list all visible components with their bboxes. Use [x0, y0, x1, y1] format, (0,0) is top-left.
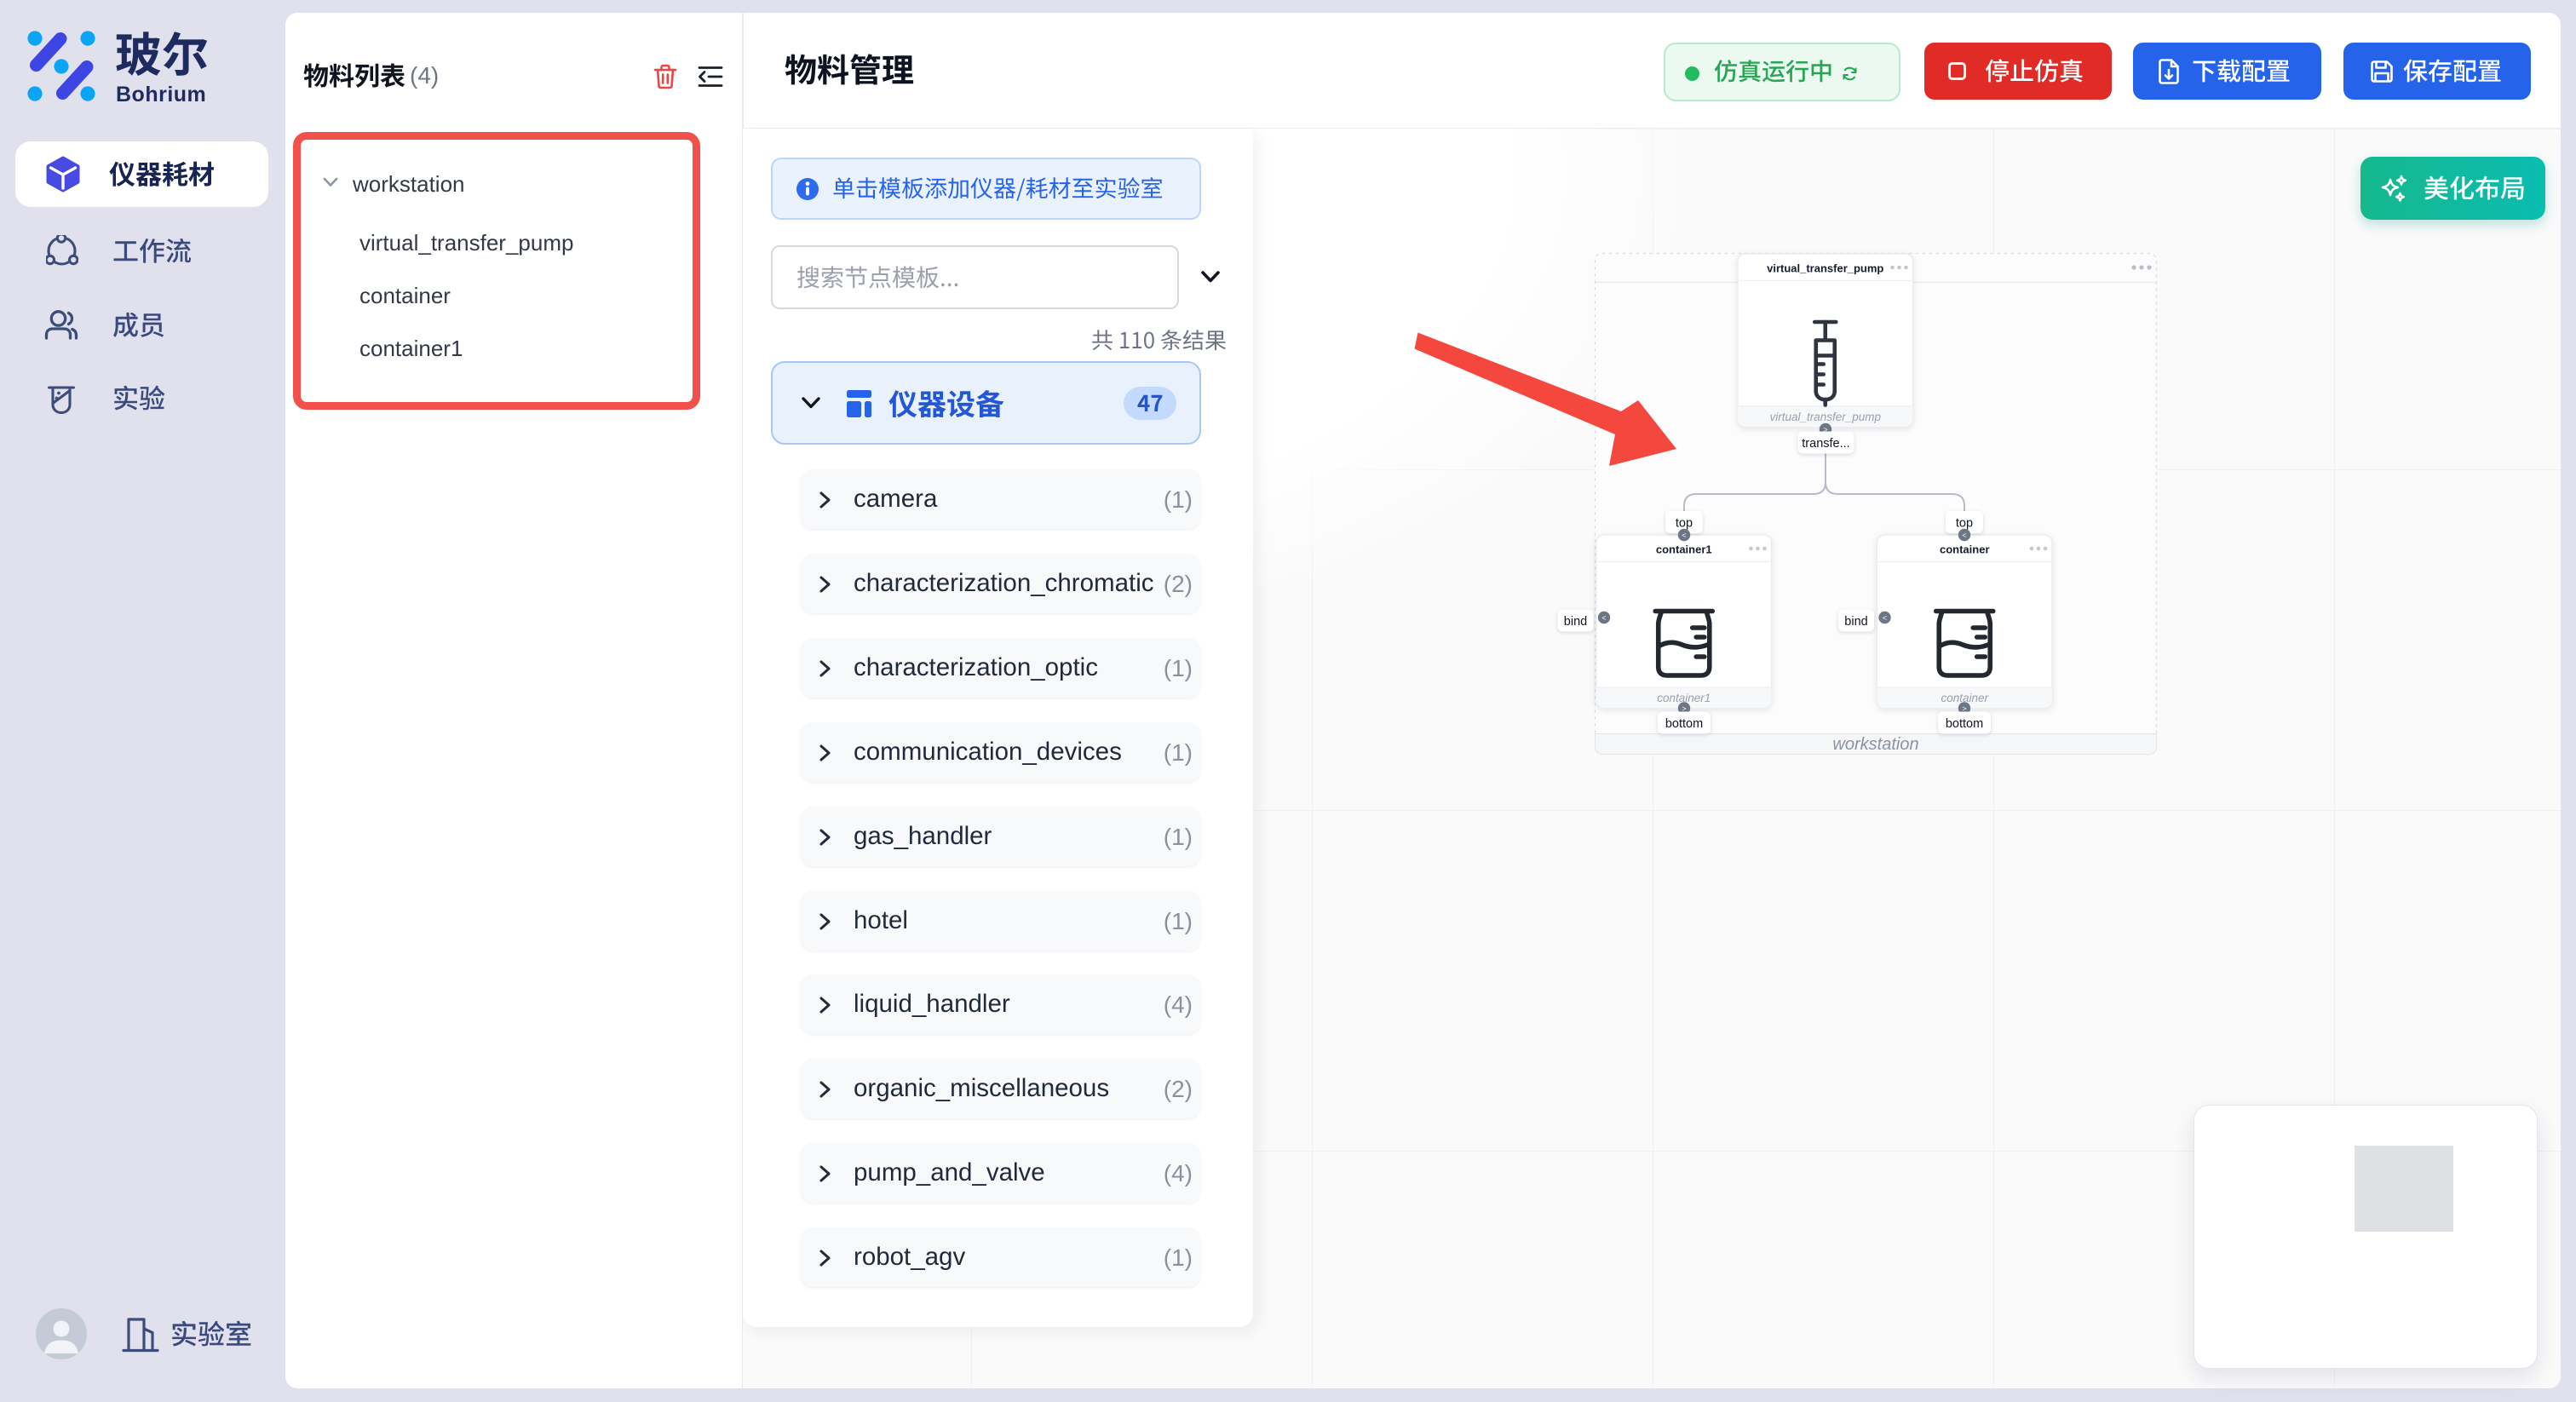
svg-text:<: < [1682, 531, 1686, 540]
svg-text:bind: bind [1564, 615, 1587, 629]
svg-text:top: top [1956, 517, 1973, 531]
svg-text:container1: container1 [1657, 692, 1711, 704]
svg-text:<: < [1962, 531, 1966, 540]
svg-text:workstation: workstation [1832, 735, 1918, 754]
svg-text:transfe...: transfe... [1802, 437, 1849, 451]
svg-text:virtual_transfer_pump: virtual_transfer_pump [1767, 262, 1883, 275]
svg-text:container: container [1940, 543, 1990, 556]
svg-text:bind: bind [1844, 615, 1867, 629]
svg-text:>: > [1823, 426, 1827, 434]
svg-text:<: < [1601, 614, 1606, 623]
svg-text:container: container [1941, 692, 1988, 704]
svg-text:>: > [1682, 704, 1686, 713]
svg-text:>: > [1962, 704, 1966, 713]
svg-text:bottom: bottom [1946, 717, 1983, 731]
svg-text:virtual_transfer_pump: virtual_transfer_pump [1769, 411, 1881, 423]
svg-text:container1: container1 [1656, 543, 1712, 556]
svg-text:bottom: bottom [1665, 717, 1703, 731]
svg-text:<: < [1883, 614, 1887, 623]
svg-text:top: top [1676, 517, 1693, 531]
